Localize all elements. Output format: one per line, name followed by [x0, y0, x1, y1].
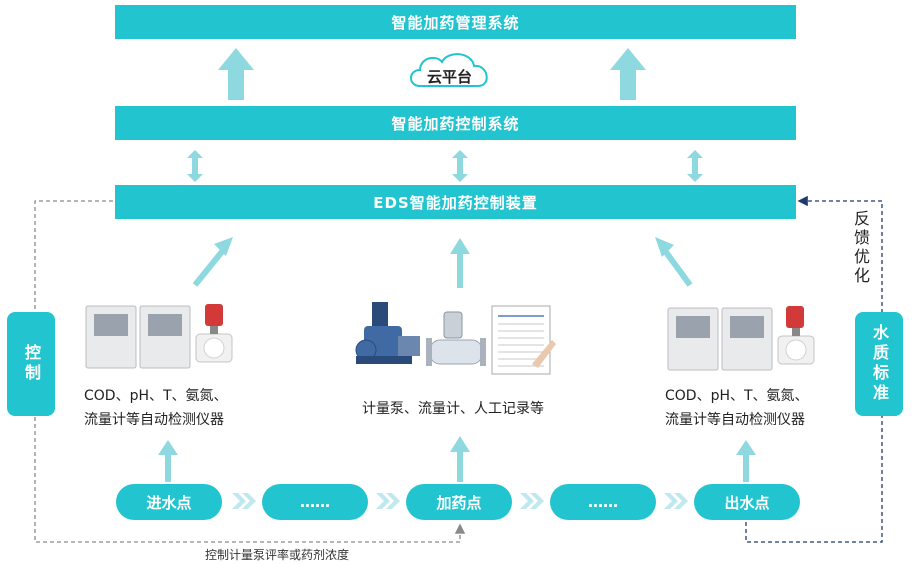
- right-instrument-image: [667, 306, 815, 371]
- right-caption-line-1: COD、pH、T、氨氮、: [665, 388, 809, 404]
- control-loop-line: [34, 200, 466, 543]
- double-arrows: [187, 150, 703, 182]
- instrument-arrows: [192, 237, 693, 288]
- flow-point-dosing: 加药点: [406, 484, 512, 520]
- double-arrow-middle: [452, 150, 468, 182]
- flow-point-outlet: 出水点: [694, 484, 800, 520]
- management-system-bar: 智能加药管理系统: [115, 5, 796, 39]
- feedback-label: 反馈优化: [851, 210, 870, 286]
- right-instrument-caption: COD、pH、T、氨氮、 流量计等自动检测仪器: [665, 384, 809, 432]
- left-instrument-image: [85, 304, 233, 369]
- flow-point-gap-1: ……: [262, 484, 368, 520]
- double-arrow-left: [187, 150, 203, 182]
- flow-point-inlet: 进水点: [116, 484, 222, 520]
- control-side-label: 控制: [7, 312, 55, 416]
- left-instrument-caption: COD、pH、T、氨氮、 流量计等自动检测仪器: [84, 384, 228, 432]
- right-caption-line-2: 流量计等自动检测仪器: [665, 412, 805, 428]
- point-arrows: [158, 436, 756, 482]
- flow-point-gap-2: ……: [550, 484, 656, 520]
- double-arrow-right: [687, 150, 703, 182]
- middle-instrument-image: [355, 302, 556, 375]
- arrow-up-left-top: [218, 48, 254, 100]
- cloud-icon: [410, 53, 488, 87]
- eds-device-bar: EDS智能加药控制装置: [115, 185, 796, 219]
- feedback-loop-line: [745, 195, 883, 543]
- water-standard-side-label: 水质标准: [855, 312, 903, 416]
- middle-instrument-caption: 计量泵、流量计、人工记录等: [362, 401, 544, 417]
- control-system-bar: 智能加药控制系统: [115, 106, 796, 140]
- upload-arrows: [218, 48, 646, 100]
- arrow-up-right-top: [610, 48, 646, 100]
- cloud-platform-label: 云平台: [427, 68, 473, 86]
- bottom-control-caption: 控制计量泵评率或药剂浓度: [205, 548, 350, 562]
- flow-chevrons: [232, 493, 688, 509]
- left-caption-line-1: COD、pH、T、氨氮、: [84, 388, 228, 404]
- left-caption-line-2: 流量计等自动检测仪器: [84, 412, 224, 428]
